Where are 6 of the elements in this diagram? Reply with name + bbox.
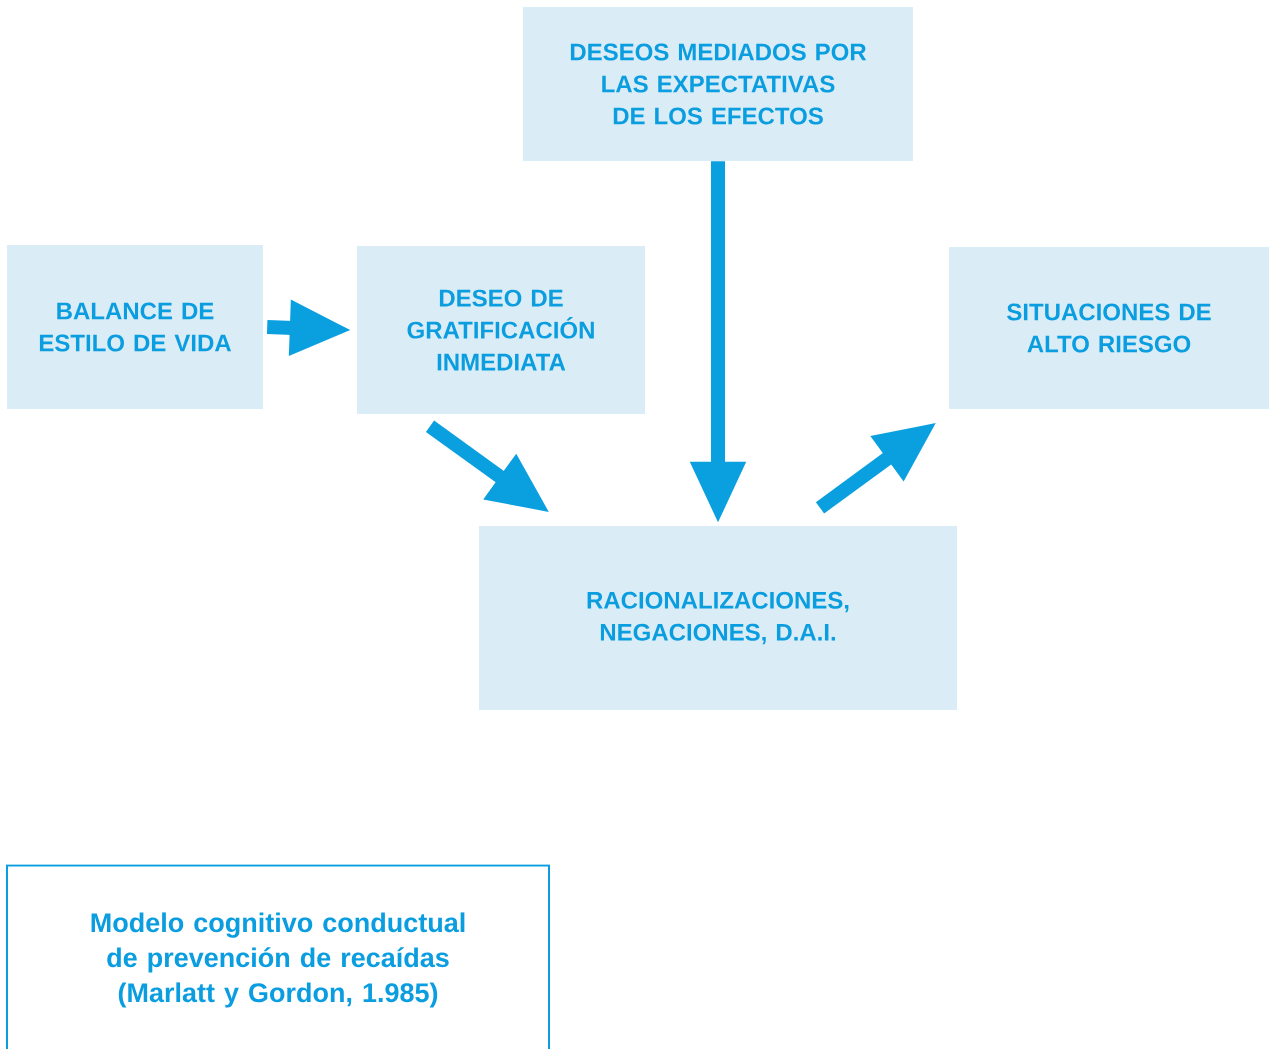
caption-box: Modelo cognitivo conductual de prevención de recaídas (Marlatt y Gordon, 1.985): [6, 864, 550, 1049]
process-box: DESEOS MEDIADOS POR LAS EXPECTATIVAS DE LOS EFECTOS: [523, 7, 913, 161]
process-box: SITUACIONES DE ALTO RIESGO: [949, 247, 1269, 409]
process-box: BALANCE DE ESTILO DE VIDA: [7, 245, 263, 409]
process-box: RACIONALIZACIONES, NEGACIONES, D.A.I.: [479, 526, 957, 710]
process-box: DESEO DE GRATIFICACIÓN INMEDIATA: [357, 246, 645, 414]
